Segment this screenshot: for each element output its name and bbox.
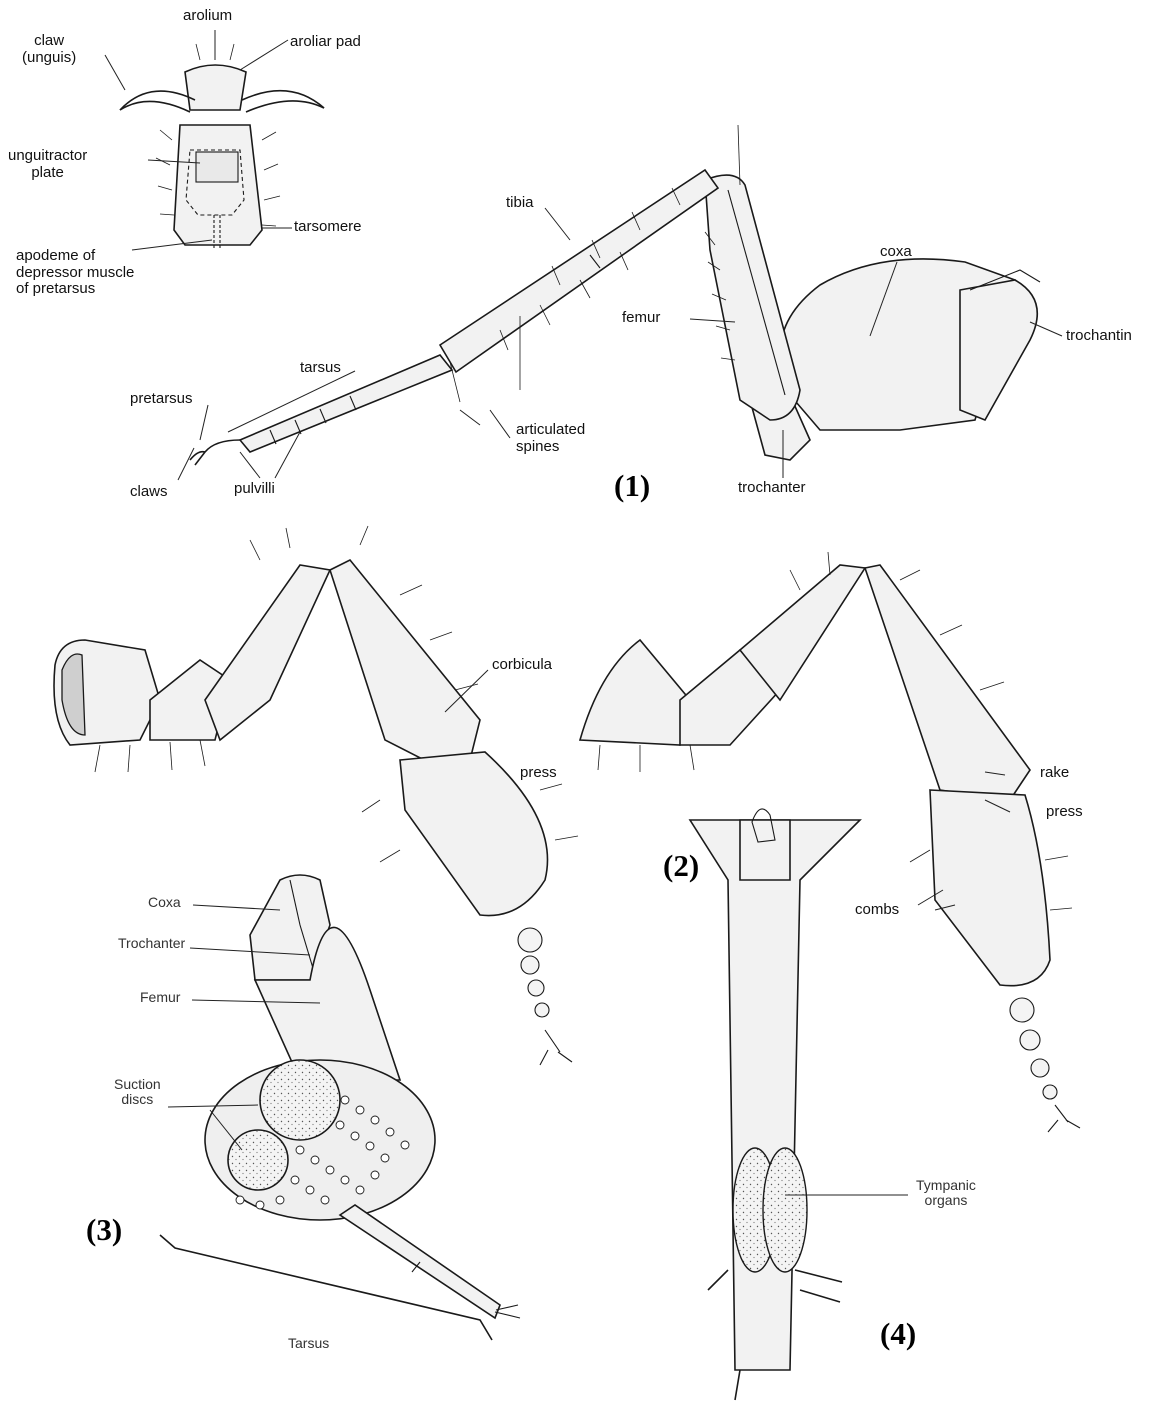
label-corbicula: corbicula — [492, 657, 552, 674]
label-rake: rake — [1040, 765, 1069, 782]
cockroach-leg-drawing — [190, 125, 1040, 465]
suction-disc-leg-drawing — [160, 875, 520, 1340]
label-coxa: coxa — [880, 244, 912, 261]
label-combs: combs — [855, 902, 899, 919]
label-tympanic-organs: Tympanic organs — [916, 1178, 976, 1209]
panel-number-1: (1) — [614, 468, 650, 504]
label-tarsus-3: Tarsus — [288, 1336, 329, 1351]
label-trochantin: trochantin — [1066, 328, 1132, 345]
label-tibia: tibia — [506, 195, 534, 212]
panel-number-4: (4) — [880, 1316, 916, 1352]
label-tarsomere: tarsomere — [294, 219, 362, 236]
label-trochanter-3: Trochanter — [118, 936, 185, 951]
label-claw-unguis: claw (unguis) — [22, 33, 76, 66]
label-femur: femur — [622, 310, 660, 327]
label-aroliar-pad: aroliar pad — [290, 34, 361, 51]
label-coxa-3: Coxa — [148, 895, 181, 910]
label-press-left: press — [520, 765, 557, 782]
label-pretarsus: pretarsus — [130, 391, 193, 408]
label-arolium: arolium — [183, 8, 232, 25]
label-press-right: press — [1046, 804, 1083, 821]
label-femur-3: Femur — [140, 990, 180, 1005]
label-articulated-spines: articulated spines — [516, 422, 585, 455]
label-pulvilli: pulvilli — [234, 481, 275, 498]
label-tarsus: tarsus — [300, 360, 341, 377]
panel-number-2: (2) — [663, 848, 699, 884]
label-suction-discs: Suction discs — [114, 1077, 161, 1108]
tympanic-tibia-drawing — [690, 809, 860, 1400]
label-apodeme: apodeme of depressor muscle of pretarsus — [16, 248, 134, 298]
label-claws: claws — [130, 484, 168, 501]
panel-number-3: (3) — [86, 1212, 122, 1248]
label-unguitractor-plate: unguitractor plate — [8, 148, 87, 181]
label-trochanter: trochanter — [738, 480, 806, 497]
